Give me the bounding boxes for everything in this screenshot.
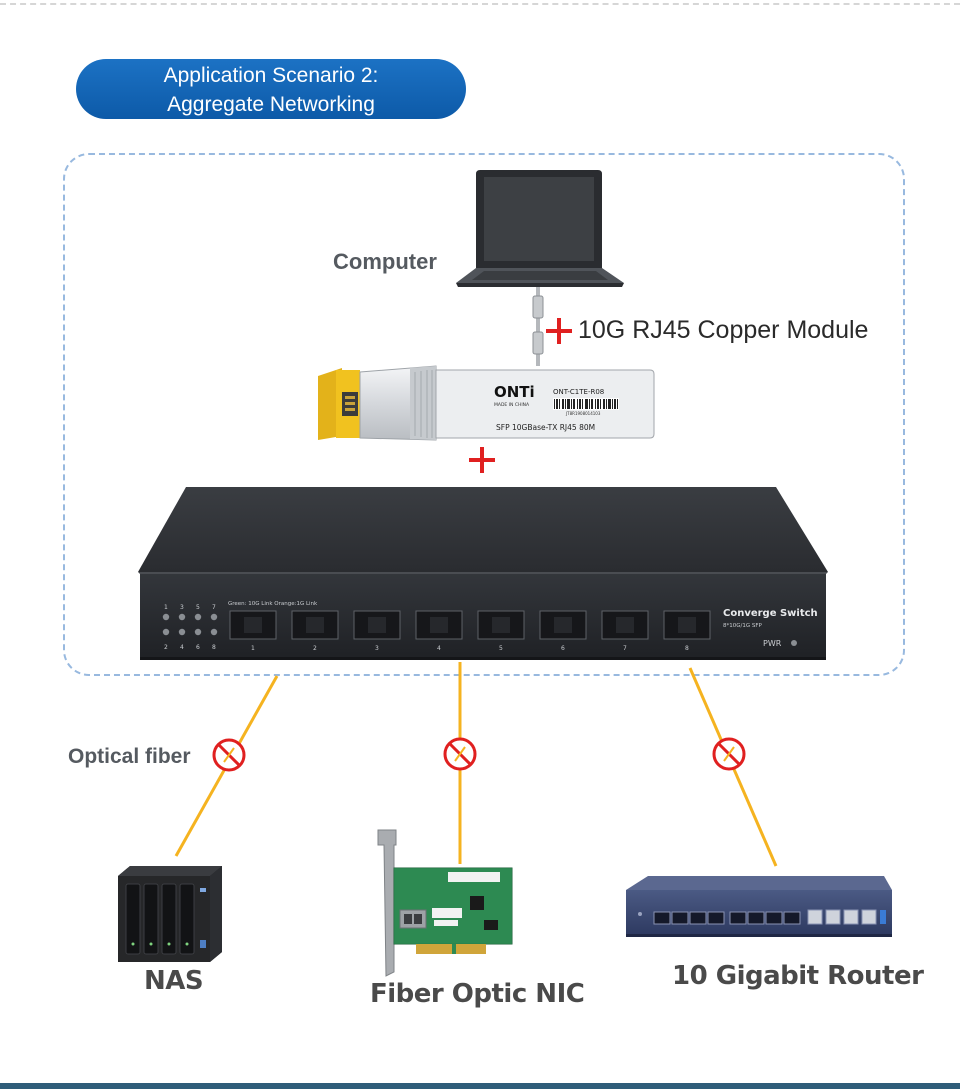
sfp-port: 7 <box>601 610 649 652</box>
copper-module-label: 10G RJ45 Copper Module <box>578 316 869 344</box>
port-number: 3 <box>375 645 379 652</box>
switch-name: Converge Switch <box>723 608 818 619</box>
fiber-lines <box>174 662 778 867</box>
ethernet-cable <box>532 287 544 366</box>
no-entry-icon <box>212 738 246 772</box>
port-number: 1 <box>251 645 255 652</box>
nic-card-icon <box>377 829 513 977</box>
sfp-port: 4 <box>415 610 463 652</box>
port-number: 5 <box>499 645 503 652</box>
computer-label: Computer <box>333 249 437 274</box>
plus-icon <box>546 318 572 344</box>
top-border <box>0 3 960 5</box>
led-label: 4 <box>180 644 184 651</box>
switch-subtitle: 8*10G/1G SFP <box>723 623 763 629</box>
sfp-port: 5 <box>477 610 525 652</box>
optical-fiber-label: Optical fiber <box>68 745 191 768</box>
sfp-port: 8 <box>663 610 711 652</box>
network-frame <box>63 153 905 676</box>
title-line-1: Application Scenario 2: <box>163 64 379 87</box>
led-label: 3 <box>180 604 184 611</box>
power-led <box>791 640 797 646</box>
router-icon <box>626 876 892 937</box>
laptop-icon <box>456 170 624 287</box>
led-label: 6 <box>196 644 200 651</box>
no-entry-icon <box>712 737 746 771</box>
title-banner: Application Scenario 2: Aggregate Networ… <box>76 59 466 119</box>
sfp-port: 3 <box>353 610 401 652</box>
nas-icon <box>118 866 222 962</box>
sfp-port: 1 <box>229 610 277 652</box>
port-number: 6 <box>561 645 565 652</box>
module-part-number: ONT-C1TE-R08 <box>553 388 604 396</box>
router-label: 10 Gigabit Router <box>672 961 924 991</box>
port-number: 7 <box>623 645 627 652</box>
no-entry-icon <box>443 737 477 771</box>
module-spec: SFP 10GBase-TX RJ45 80M <box>496 423 595 432</box>
power-label: PWR <box>763 639 782 648</box>
module-made-in: MADE IN CHINA <box>494 402 530 408</box>
sfp-module-icon: ONTi MADE IN CHINA ONT-C1TE-R08 <box>318 365 655 441</box>
port-number: 8 <box>685 645 689 652</box>
led-label: 7 <box>212 604 216 611</box>
title-line-2: Aggregate Networking <box>167 93 375 116</box>
led-label: 1 <box>164 604 168 611</box>
led-label: 2 <box>164 644 168 651</box>
port-number: 2 <box>313 645 317 652</box>
led-label: 8 <box>212 644 216 651</box>
switch-legend: Green: 10G Link Orange:1G Link <box>228 601 318 607</box>
status-leds: 1 3 5 7 2 4 6 8 <box>162 604 218 651</box>
sfp-port: 2 <box>291 610 339 652</box>
module-brand: ONTi <box>494 383 535 401</box>
module-serial: JT8R1908014103 <box>565 411 601 416</box>
barcode <box>553 398 619 410</box>
sfp-ports: 1 2 3 4 5 <box>229 610 711 652</box>
plus-icon <box>469 447 495 473</box>
switch-icon: 1 3 5 7 2 4 6 8 Green: 10G Link Orange:1… <box>138 487 828 660</box>
bottom-bar <box>0 1083 960 1089</box>
led-label: 5 <box>196 604 200 611</box>
fiber-nic-label: Fiber Optic NIC <box>370 979 585 1009</box>
sfp-port: 6 <box>539 610 587 652</box>
port-number: 4 <box>437 645 441 652</box>
nas-label: NAS <box>144 966 204 996</box>
